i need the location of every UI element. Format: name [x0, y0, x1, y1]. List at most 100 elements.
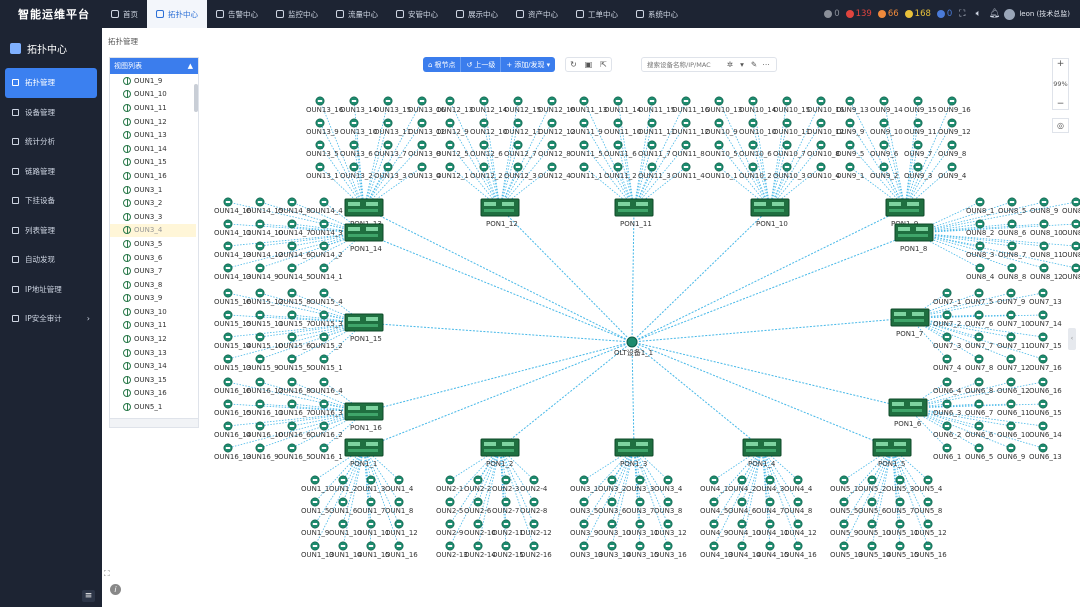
onu-node[interactable]: OUN7_6 [965, 310, 994, 328]
onu-node[interactable]: OUN14_10 [246, 219, 283, 237]
onu-node[interactable]: OUN9_4 [938, 162, 967, 180]
onu-node[interactable]: OUN7_11 [997, 332, 1030, 350]
pon-node[interactable]: PON1_10 [750, 198, 790, 228]
onu-node[interactable]: OUN3_14 [598, 541, 631, 559]
onu-node[interactable]: OUN10_14 [739, 96, 777, 114]
menu-toggle-icon[interactable]: ≡ [82, 590, 95, 602]
onu-node[interactable]: OUN11_10 [604, 118, 641, 136]
onu-node[interactable]: OUN14_11 [214, 219, 251, 237]
bell-icon[interactable]: 🔔︎ [988, 9, 1001, 19]
onu-node[interactable]: OUN10_16 [807, 96, 845, 114]
onu-node[interactable]: OUN7_3 [933, 332, 961, 350]
onu-node[interactable]: OUN8_15 [1062, 241, 1080, 259]
sidebar-item-8[interactable]: IP安全审计› [0, 304, 102, 334]
onu-node[interactable]: OUN11_3 [638, 162, 671, 180]
onu-node[interactable]: OUN6_4 [933, 377, 962, 395]
onu-node[interactable]: OUN5_2 [858, 475, 886, 493]
onu-node[interactable]: OUN9_15 [904, 96, 937, 114]
onu-node[interactable]: OUN6_14 [1029, 421, 1062, 439]
onu-node[interactable]: OUN8_10 [1030, 219, 1063, 237]
onu-node[interactable]: OUN14_1 [310, 263, 343, 281]
onu-node[interactable]: OUN15_15 [214, 310, 251, 328]
onu-node[interactable]: OUN11_2 [604, 162, 637, 180]
onu-node[interactable]: OUN6_6 [965, 421, 994, 439]
onu-node[interactable]: OUN5_9 [830, 519, 858, 537]
onu-node[interactable]: OUN1_5 [301, 497, 329, 515]
onu-node[interactable]: OUN1_10 [329, 519, 362, 537]
onu-node[interactable]: OUN2-1 [436, 475, 463, 493]
list-item[interactable]: OUN5_2 [110, 414, 196, 417]
onu-node[interactable]: OUN2-5 [436, 497, 463, 515]
onu-node[interactable]: OUN12_11 [504, 118, 541, 136]
onu-node[interactable]: OUN9_8 [938, 140, 966, 158]
onu-node[interactable]: OUN16_9 [246, 443, 279, 461]
onu-node[interactable]: OUN12_9 [436, 118, 469, 136]
layout-icon[interactable]: ✲ [726, 60, 734, 69]
alarm-count[interactable]: 0 [936, 9, 952, 19]
onu-node[interactable]: OUN16_12 [246, 377, 283, 395]
onu-node[interactable]: OUN13_4 [408, 162, 441, 180]
onu-node[interactable]: OUN2-16 [520, 541, 552, 559]
tab-9[interactable]: 系统中心 [627, 0, 687, 28]
onu-node[interactable]: OUN15_11 [246, 310, 283, 328]
onu-node[interactable]: OUN2-8 [520, 497, 547, 515]
onu-node[interactable]: OUN13_6 [340, 140, 373, 158]
onu-node[interactable]: OUN11_7 [638, 140, 671, 158]
onu-node[interactable]: OUN10_12 [807, 118, 844, 136]
onu-node[interactable]: OUN8_16 [1062, 263, 1080, 281]
chevron-down-icon[interactable]: ▾ [740, 60, 744, 69]
list-item[interactable]: OUN1_15 [110, 156, 196, 170]
list-item[interactable]: OUN3_11 [110, 319, 196, 333]
onu-node[interactable]: OUN13_2 [340, 162, 373, 180]
onu-node[interactable]: OUN1_9 [301, 519, 329, 537]
sidebar-item-7[interactable]: IP地址管理 [0, 275, 102, 305]
onu-node[interactable]: OUN12_10 [470, 118, 507, 136]
onu-node[interactable]: OUN2-3 [492, 475, 519, 493]
onu-node[interactable]: OUN6_12 [997, 377, 1030, 395]
onu-node[interactable]: OUN12_1 [436, 162, 469, 180]
list-item[interactable]: OUN1_10 [110, 88, 196, 102]
onu-node[interactable]: OUN13_12 [408, 118, 445, 136]
onu-node[interactable]: OUN14_13 [214, 263, 251, 281]
onu-node[interactable]: OUN8_6 [998, 219, 1027, 237]
onu-node[interactable]: OUN4_11 [756, 519, 789, 537]
onu-node[interactable]: OUN11_1 [570, 162, 603, 180]
onu-node[interactable]: OUN5_8 [914, 497, 942, 515]
onu-node[interactable]: OUN1_1 [301, 475, 329, 493]
list-item[interactable]: OUN5_1 [110, 400, 196, 414]
onu-node[interactable]: OUN3_12 [654, 519, 687, 537]
onu-node[interactable]: OUN14_16 [214, 197, 252, 215]
onu-node[interactable]: OUN3_11 [626, 519, 659, 537]
onu-node[interactable]: OUN1_16 [385, 541, 418, 559]
list-item[interactable]: OUN3_7 [110, 264, 196, 278]
onu-node[interactable]: OUN14_4 [310, 197, 343, 215]
onu-node[interactable]: OUN4_2 [728, 475, 756, 493]
onu-node[interactable]: OUN2-15 [492, 541, 524, 559]
onu-node[interactable]: OUN3_6 [598, 497, 627, 515]
onu-node[interactable]: OUN2-11 [492, 519, 524, 537]
sidebar-item-3[interactable]: 链路管理 [0, 157, 102, 187]
onu-node[interactable]: OUN15_13 [214, 354, 251, 372]
list-item[interactable]: OUN3_3 [110, 210, 196, 224]
onu-node[interactable]: OUN2-14 [464, 541, 496, 559]
onu-node[interactable]: OUN1_15 [357, 541, 390, 559]
alarm-count[interactable]: 168 [904, 9, 931, 19]
zoom-in-button[interactable]: + [1056, 59, 1065, 69]
onu-node[interactable]: OUN14_8 [278, 197, 311, 215]
onu-node[interactable]: OUN16_15 [214, 399, 251, 417]
onu-node[interactable]: OUN4_13 [700, 541, 733, 559]
onu-node[interactable]: OUN11_14 [604, 96, 642, 114]
onu-node[interactable]: OUN5_12 [914, 519, 947, 537]
onu-node[interactable]: OUN8_5 [998, 197, 1026, 215]
onu-node[interactable]: OUN2-10 [464, 519, 496, 537]
onu-node[interactable]: OUN10_15 [773, 96, 810, 114]
list-item[interactable]: OUN3_15 [110, 373, 196, 387]
onu-node[interactable]: OUN3_13 [570, 541, 603, 559]
onu-node[interactable]: OUN16_2 [310, 421, 343, 439]
onu-node[interactable]: OUN1_14 [329, 541, 362, 559]
onu-node[interactable]: OUN14_3 [310, 219, 343, 237]
onu-node[interactable]: OUN12_14 [470, 96, 508, 114]
onu-node[interactable]: OUN4_10 [728, 519, 761, 537]
avatar[interactable] [1004, 8, 1016, 20]
tab-4[interactable]: 流量中心 [327, 0, 387, 28]
